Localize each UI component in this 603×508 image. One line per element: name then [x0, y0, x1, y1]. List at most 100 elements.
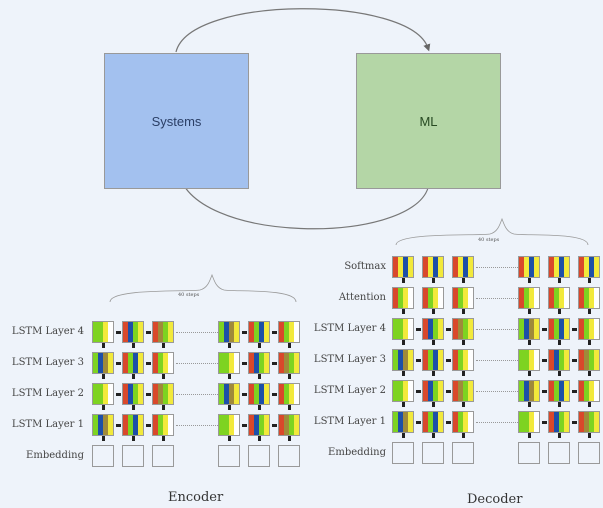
decoder-vertical-connector [432, 309, 435, 314]
decoder-cell [518, 287, 540, 309]
encoder-cell [122, 352, 144, 374]
decoder-ellipsis-dots [476, 360, 518, 361]
decoder-horizontal-connector [416, 328, 421, 331]
encoder-vertical-connector [228, 405, 231, 410]
decoder-vertical-connector [528, 278, 531, 283]
decoder-cell [422, 349, 444, 371]
encoder-vertical-connector [132, 405, 135, 410]
decoder-cell [548, 380, 570, 402]
encoder-embedding-cell [92, 445, 114, 467]
decoder-cell [518, 349, 540, 371]
encoder-steps-label: 40 steps [178, 292, 200, 298]
decoder-vertical-connector [432, 433, 435, 438]
decoder-cell [452, 349, 474, 371]
decoder-vertical-connector [588, 371, 591, 376]
decoder-vertical-connector [528, 309, 531, 314]
decoder-vertical-connector [558, 278, 561, 283]
decoder-cell [548, 287, 570, 309]
decoder-cell [392, 256, 414, 278]
decoder-vertical-connector [432, 371, 435, 376]
encoder-horizontal-connector [242, 331, 247, 334]
decoder-horizontal-connector [542, 421, 547, 424]
decoder-vertical-connector [432, 340, 435, 345]
decoder-vertical-connector [402, 402, 405, 407]
encoder-horizontal-connector [146, 393, 151, 396]
decoder-horizontal-connector [572, 359, 577, 362]
encoder-horizontal-connector [146, 331, 151, 334]
decoder-vertical-connector [528, 402, 531, 407]
encoder-horizontal-connector [272, 362, 277, 365]
encoder-layer-label: LSTM Layer 3 [11, 357, 84, 368]
arrow-systems-to-ml [175, 8, 431, 53]
decoder-cell [392, 380, 414, 402]
decoder-cell [392, 411, 414, 433]
decoder-cell [422, 287, 444, 309]
encoder-vertical-connector [132, 374, 135, 379]
decoder-ellipsis-dots [476, 422, 518, 423]
encoder-vertical-connector [258, 374, 261, 379]
decoder-vertical-connector [462, 278, 465, 283]
encoder-horizontal-connector [242, 393, 247, 396]
encoder-title: Encoder [168, 490, 224, 505]
encoder-cell [218, 321, 240, 343]
decoder-cell [548, 256, 570, 278]
decoder-cell [392, 287, 414, 309]
decoder-embedding-cell [422, 442, 444, 464]
decoder-vertical-connector [588, 340, 591, 345]
decoder-cell [392, 349, 414, 371]
decoder-layer-label: LSTM Layer 3 [313, 354, 386, 365]
decoder-embedding-cell [392, 442, 414, 464]
decoder-vertical-connector [528, 371, 531, 376]
decoder-vertical-connector [432, 402, 435, 407]
encoder-vertical-connector [258, 405, 261, 410]
decoder-layer-label: LSTM Layer 2 [313, 385, 386, 396]
decoder-cell [578, 318, 600, 340]
encoder-vertical-connector [132, 343, 135, 348]
decoder-vertical-connector [462, 402, 465, 407]
decoder-ellipsis-dots [476, 267, 518, 268]
encoder-horizontal-connector [242, 424, 247, 427]
encoder-vertical-connector [162, 436, 165, 441]
encoder-cell [278, 414, 300, 436]
decoder-cell [392, 318, 414, 340]
encoder-embedding-cell [152, 445, 174, 467]
encoder-horizontal-connector [146, 362, 151, 365]
encoder-cell [218, 414, 240, 436]
encoder-cell [248, 321, 270, 343]
encoder-cell [92, 414, 114, 436]
encoder-horizontal-connector [146, 424, 151, 427]
encoder-ellipsis-dots [176, 394, 218, 395]
encoder-embedding-cell [218, 445, 240, 467]
decoder-vertical-connector [402, 371, 405, 376]
decoder-cell [452, 380, 474, 402]
encoder-horizontal-connector [116, 331, 121, 334]
encoder-vertical-connector [132, 436, 135, 441]
decoder-vertical-connector [588, 433, 591, 438]
decoder-vertical-connector [462, 340, 465, 345]
encoder-cell [152, 321, 174, 343]
encoder-cell [122, 414, 144, 436]
encoder-cell [278, 383, 300, 405]
encoder-vertical-connector [162, 405, 165, 410]
decoder-layer-label: LSTM Layer 1 [313, 416, 386, 427]
encoder-embedding-cell [122, 445, 144, 467]
decoder-vertical-connector [588, 278, 591, 283]
encoder-vertical-connector [162, 374, 165, 379]
decoder-horizontal-connector [416, 359, 421, 362]
decoder-cell [452, 256, 474, 278]
decoder-cell [548, 411, 570, 433]
encoder-cell [152, 383, 174, 405]
ml-label: ML [419, 113, 438, 129]
encoder-cell [122, 321, 144, 343]
encoder-vertical-connector [228, 374, 231, 379]
decoder-vertical-connector [588, 309, 591, 314]
decoder-cell [578, 349, 600, 371]
systems-box: Systems [104, 53, 249, 189]
encoder-cell [92, 352, 114, 374]
encoder-layer-label: LSTM Layer 1 [11, 419, 84, 430]
decoder-horizontal-connector [572, 421, 577, 424]
decoder-brace [395, 217, 589, 246]
decoder-embedding-cell [548, 442, 570, 464]
decoder-horizontal-connector [572, 390, 577, 393]
